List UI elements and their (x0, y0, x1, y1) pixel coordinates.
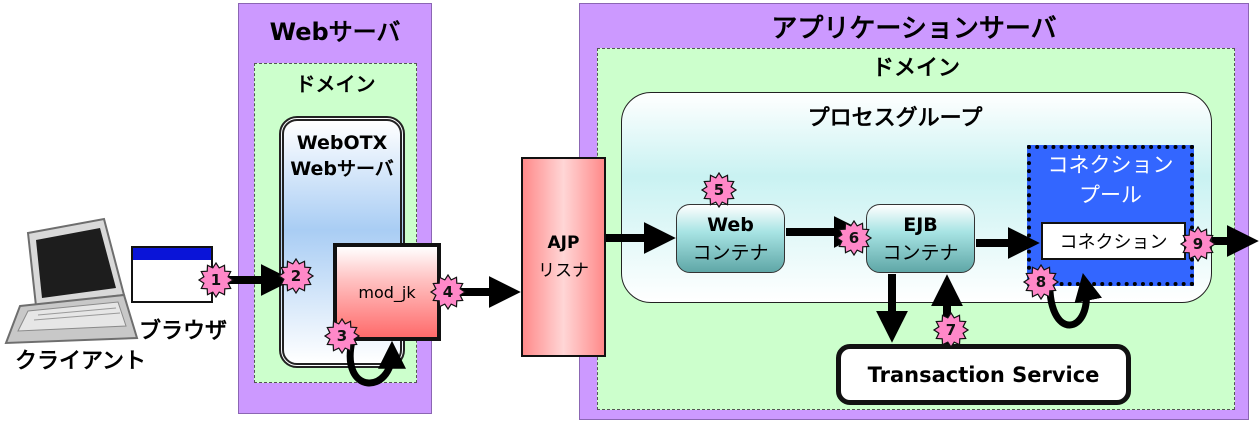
step-badge-7: 7 (933, 312, 969, 348)
step-badge-6: 6 (836, 220, 872, 256)
step-badge-star-3 (323, 317, 361, 355)
application-server-title: アプリケーションサーバ (771, 14, 1057, 44)
step-badge-3: 3 (324, 318, 360, 354)
step-badge-star-8 (1022, 263, 1060, 301)
step-badge-3-number: 3 (336, 327, 348, 345)
webotx-title-line1: WebOTX (296, 132, 388, 154)
step-badge-8: 8 (1023, 264, 1059, 300)
application-server-domain-title: ドメイン (871, 56, 960, 81)
connection-pool-title-line2: プール (1079, 183, 1142, 207)
step-badge-star-6 (835, 219, 873, 257)
step-badge-star-9 (1179, 225, 1217, 263)
webotx-title-line2: Webサーバ (290, 158, 394, 180)
transaction-service-label: Transaction Service (867, 362, 1100, 387)
step-badge-8-number: 8 (1035, 273, 1047, 291)
flow-loop-mod-jk (346, 340, 406, 387)
transaction-service-box: Transaction Service (836, 344, 1131, 405)
laptop-icon (4, 217, 139, 345)
step-badge-7-number: 7 (945, 321, 957, 339)
connection-pool-title: コネクション プール (1027, 150, 1194, 210)
step-badge-2: 2 (278, 258, 314, 294)
step-badge-star-1 (197, 261, 235, 299)
step-badge-9: 9 (1180, 226, 1216, 262)
client-label: クライアント (14, 349, 147, 374)
step-badge-6-number: 6 (848, 229, 860, 247)
step-badge-star-5 (700, 171, 738, 209)
step-badge-1: 1 (198, 262, 234, 298)
connection-box: コネクション (1041, 222, 1186, 260)
webotx-web-server-title: WebOTX Webサーバ (279, 130, 405, 182)
step-badge-9-number: 9 (1192, 235, 1204, 253)
web-server-title: Webサーバ (269, 18, 401, 46)
step-badge-5-number: 5 (713, 181, 725, 199)
step-badge-4-number: 4 (442, 283, 454, 301)
browser-title-bar (133, 248, 211, 260)
step-badge-2-number: 2 (290, 267, 302, 285)
connection-label: コネクション (1059, 232, 1168, 253)
step-badge-1-number: 1 (210, 271, 222, 289)
step-badge-star-2 (277, 257, 315, 295)
step-badge-5: 5 (701, 172, 737, 208)
web-container-box: Web コンテナ (676, 204, 785, 273)
ajp-listener-line2: リスナ (538, 261, 589, 281)
mod-jk-label: mod_jk (358, 282, 416, 302)
web-container-line2: コンテナ (692, 241, 769, 264)
step-badge-star-7 (932, 311, 970, 349)
ajp-listener-line1: AJP (547, 233, 580, 253)
flow-loop-connection (1046, 273, 1102, 329)
web-container-line1: Web (707, 213, 754, 236)
ajp-listener-box: AJP リスナ (521, 157, 606, 357)
ejb-container-line1: EJB (903, 213, 938, 236)
ejb-container-line2: コンテナ (882, 241, 959, 264)
step-badge-star-4 (429, 273, 467, 311)
process-group-title: プロセスグループ (807, 106, 983, 131)
browser-label: ブラウザ (138, 319, 227, 344)
web-server-domain-title: ドメイン (295, 72, 376, 96)
step-badge-4: 4 (430, 274, 466, 310)
connection-pool-box (1027, 145, 1194, 286)
connection-pool-title-line1: コネクション (1047, 153, 1174, 177)
ejb-container-box: EJB コンテナ (866, 204, 975, 273)
